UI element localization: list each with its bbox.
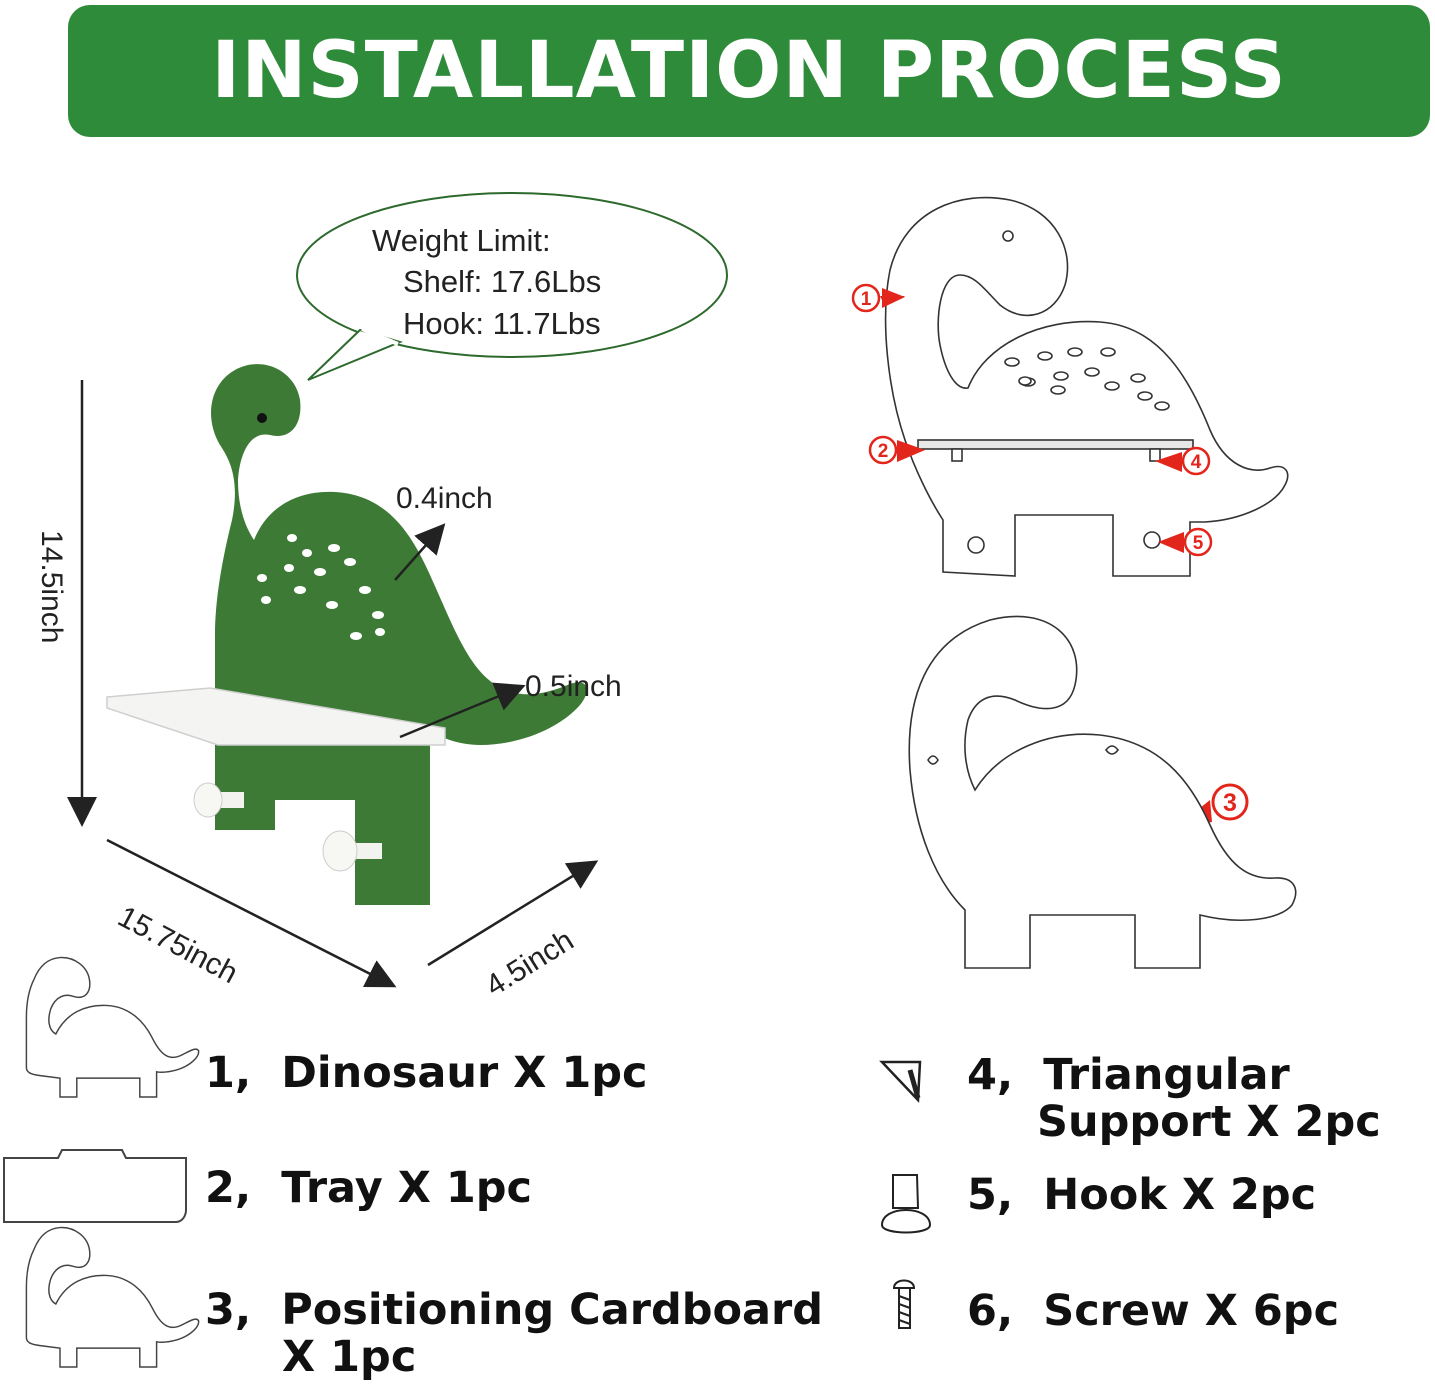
positioning-cardboard-diagram xyxy=(908,615,1297,969)
board-thickness-label: 0.4inch xyxy=(396,482,493,515)
shelf-thickness-label: 0.5inch xyxy=(525,670,622,703)
hook-weight: Hook: 11.7Lbs xyxy=(403,306,601,341)
dinosaur-shelf-product xyxy=(106,364,587,905)
callout-number-2: 2 xyxy=(878,441,889,462)
part-number: 4, xyxy=(967,1050,1014,1100)
height-label: 14.5inch xyxy=(35,530,68,644)
dimension-arrows xyxy=(67,380,599,988)
part-item-2: 2, Tray X 1pc xyxy=(205,1165,532,1211)
callout-numbers: 1 2 4 5 3 xyxy=(861,289,1237,817)
screw-icon xyxy=(892,1279,916,1329)
callout-number-1: 1 xyxy=(861,289,872,310)
tray-icon xyxy=(3,1149,187,1223)
triangle-support-icon xyxy=(879,1060,922,1103)
callout-5 xyxy=(1158,527,1213,557)
part-item-4: 4, Triangular xyxy=(967,1052,1290,1098)
part-item-4-line2: Support X 2pc xyxy=(1037,1097,1381,1147)
callout-4 xyxy=(1155,446,1211,476)
callout-markers xyxy=(851,283,1249,828)
part-number: 6, xyxy=(967,1286,1014,1336)
cardboard-icon xyxy=(25,1226,200,1368)
assembly-diagram xyxy=(884,196,1289,577)
shelf-weight: Shelf: 17.6Lbs xyxy=(403,264,602,299)
callout-number-5: 5 xyxy=(1193,533,1204,554)
header-banner: INSTALLATION PROCESS xyxy=(68,5,1430,137)
part-name: Dinosaur X 1pc xyxy=(281,1048,648,1098)
dinosaur-icon xyxy=(25,956,200,1098)
callout-2 xyxy=(868,435,925,465)
callout-1 xyxy=(851,283,905,313)
part-item-3: 3, Positioning Cardboard xyxy=(205,1287,823,1333)
part-name: Triangular xyxy=(1043,1050,1290,1100)
part-item-3-line2: X 1pc xyxy=(282,1332,417,1382)
part-item-1: 1, Dinosaur X 1pc xyxy=(205,1050,648,1096)
callout-number-3: 3 xyxy=(1223,789,1237,817)
hook-pegs xyxy=(193,782,382,872)
part-number: 3, xyxy=(205,1285,252,1335)
part-number: 1, xyxy=(205,1048,252,1098)
part-item-5: 5, Hook X 2pc xyxy=(967,1172,1316,1218)
part-name: Screw X 6pc xyxy=(1043,1286,1340,1336)
callout-number-4: 4 xyxy=(1191,452,1202,473)
page-title: INSTALLATION PROCESS xyxy=(211,26,1287,116)
part-name: Tray X 1pc xyxy=(281,1163,533,1213)
dino-spots xyxy=(257,534,385,640)
part-name: Hook X 2pc xyxy=(1043,1170,1317,1220)
weight-limit-bubble xyxy=(296,192,728,381)
part-item-6: 6, Screw X 6pc xyxy=(967,1288,1339,1334)
part-number: 2, xyxy=(205,1163,252,1213)
part-number: 5, xyxy=(967,1170,1014,1220)
hook-icon xyxy=(880,1174,932,1234)
weight-limit-heading: Weight Limit: xyxy=(372,223,551,258)
part-name: Positioning Cardboard xyxy=(281,1285,824,1335)
